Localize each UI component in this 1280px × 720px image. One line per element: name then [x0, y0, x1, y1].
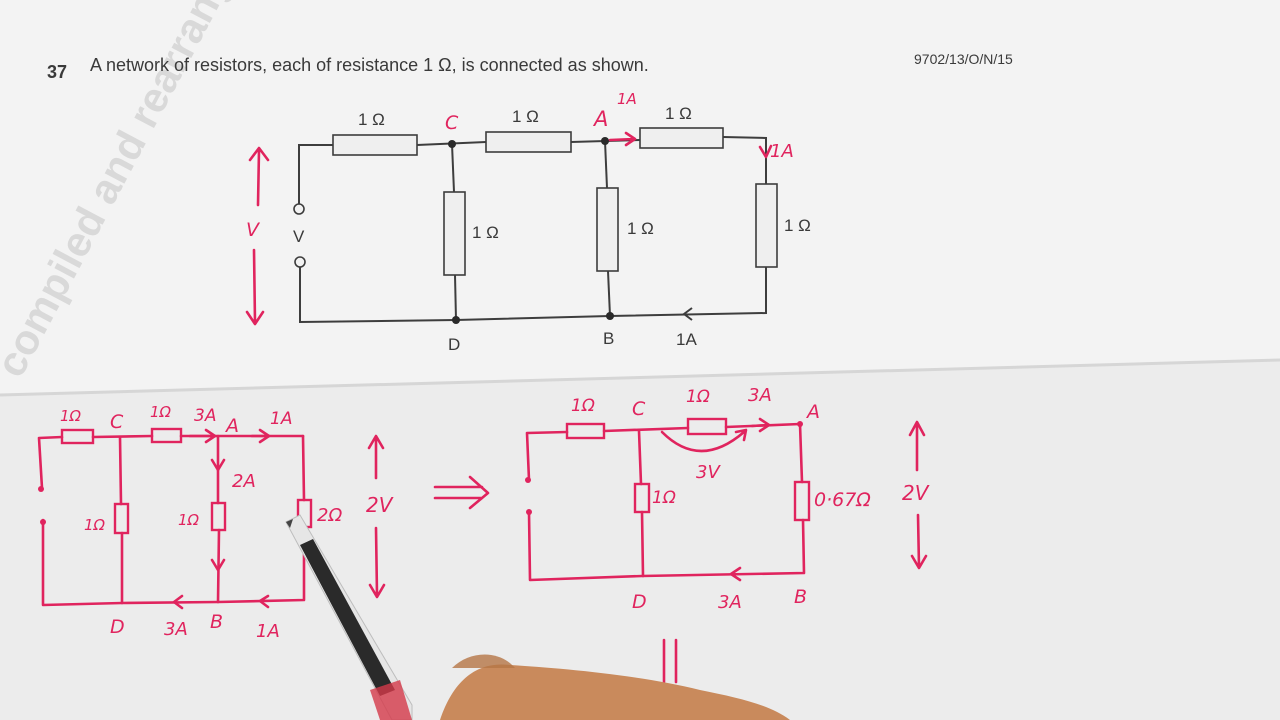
implies-arrow-icon: [433, 475, 490, 510]
paper-sheet-bottom: [0, 360, 1280, 720]
arrow-down-small-icon: [758, 144, 773, 159]
left-i3b: 3A: [164, 619, 188, 640]
printed-circuit: 1 Ω 1 Ω 1 Ω 1 Ω 1 Ω 1 Ω V D B 1A: [293, 104, 811, 354]
right-v3: 3V: [696, 462, 721, 483]
left-arrow-3a-icon: [172, 594, 184, 610]
label-r-vert-right: 1 Ω: [784, 216, 811, 235]
left-c: C: [110, 411, 124, 433]
hand-voltage: V: [246, 219, 261, 241]
hand-node-a: A: [592, 107, 608, 131]
right-b: B: [794, 586, 807, 608]
label-r-vert-c: 1 Ω: [472, 223, 499, 242]
resistor-vert-a: [596, 187, 619, 272]
current-arrow-icon: [682, 307, 693, 321]
hand-current-right: 1A: [770, 141, 794, 162]
label-r-top-3: 1 Ω: [665, 104, 692, 123]
left-arrow-down-icon: [210, 558, 226, 572]
arrow-down-icon: [245, 248, 265, 326]
terminal-top: [293, 203, 305, 215]
right-voltage-up-icon: [908, 420, 926, 472]
label-voltage: V: [293, 227, 305, 246]
right-i3: 3A: [748, 385, 772, 406]
right-arrow-3a-icon: [750, 417, 771, 433]
right-d: D: [632, 591, 647, 613]
left-i1b: 1A: [256, 621, 280, 642]
left-i2: 2A: [232, 471, 256, 492]
resistor-top-3: [639, 127, 724, 149]
right-voltage-down-icon: [910, 513, 928, 570]
resistor-vert-c: [443, 191, 466, 276]
left-b: B: [210, 611, 223, 633]
left-arrow-1a-icon: [250, 428, 271, 444]
left-rv2: 1Ω: [178, 511, 200, 529]
right-req: 0·67Ω: [814, 489, 871, 511]
right-v: 2V: [902, 481, 930, 505]
right-arrow-bottom-icon: [729, 566, 742, 582]
hand-node-c: C: [445, 112, 459, 134]
left-voltage-down-icon: [368, 526, 386, 599]
terminal-bottom: [294, 256, 306, 268]
left-i3: 3A: [194, 406, 216, 426]
right-a: A: [805, 401, 820, 423]
right-r2: 1Ω: [686, 387, 710, 407]
left-r2: 1Ω: [150, 403, 172, 421]
left-i1: 1A: [270, 409, 292, 429]
left-a: A: [224, 415, 239, 437]
left-arrow-1a-bottom-icon: [258, 594, 270, 609]
left-rv1: 1Ω: [84, 516, 106, 534]
right-resistor-2: [686, 417, 728, 436]
right-i3b: 3A: [718, 592, 742, 613]
sketch-right: 1Ω C 1Ω 3A A 3V 1Ω 0·67Ω 2V D 3A B: [525, 385, 930, 613]
question-text: A network of resistors, each of resistan…: [90, 55, 649, 75]
right-voltage-arc-icon: [660, 428, 748, 453]
label-node-d: D: [448, 335, 460, 354]
sketch-left: 1Ω C 1Ω 3A A 1A 2A 1Ω 1Ω 2Ω 2V D 3A B 1A: [37, 403, 394, 642]
junction-b: [606, 312, 614, 320]
left-resistor-v2: [210, 501, 227, 532]
right-resistor-eq: [793, 480, 811, 522]
paper-code: 9702/13/O/N/15: [914, 51, 1013, 67]
label-node-b: B: [603, 329, 614, 348]
right-resistor-v1: [633, 482, 651, 514]
left-arrow-a-icon: [188, 428, 217, 444]
junction-a: [601, 137, 609, 145]
left-r1: 1Ω: [60, 407, 82, 425]
paper-sheet-top: [0, 0, 1280, 400]
right-c: C: [632, 398, 646, 420]
arrow-up-icon: [248, 146, 270, 207]
left-d: D: [110, 616, 125, 638]
right-resistor-1: [565, 422, 606, 440]
left-resistor-1: [60, 428, 95, 445]
label-r-vert-a: 1 Ω: [627, 219, 654, 238]
left-arrow-2a-icon: [210, 458, 226, 472]
right-rv1: 1Ω: [652, 488, 676, 508]
resistor-top-2: [485, 131, 572, 153]
hand: [440, 664, 790, 720]
label-r-top-2: 1 Ω: [512, 107, 539, 126]
label-current: 1A: [676, 330, 697, 349]
resistor-top-1: [332, 134, 418, 156]
junction-c: [448, 140, 456, 148]
junction-d: [452, 316, 460, 324]
hand-current-a: 1A: [617, 90, 637, 108]
right-r1: 1Ω: [571, 396, 595, 416]
left-rv3: 2Ω: [317, 505, 342, 526]
question-number: 37: [47, 62, 67, 82]
label-r-top-1: 1 Ω: [358, 110, 385, 129]
left-resistor-v1: [113, 502, 130, 535]
left-resistor-2: [150, 427, 183, 444]
top-annotations: C A 1A 1A V: [245, 90, 794, 326]
resistor-vert-right: [755, 183, 778, 268]
hand-and-pen: [285, 514, 790, 720]
left-voltage-up-icon: [367, 434, 385, 480]
arrow-right-icon: [608, 131, 637, 147]
double-down-arrow-icon: [662, 638, 678, 684]
left-v: 2V: [366, 493, 394, 517]
paper-fold: [0, 358, 1280, 397]
